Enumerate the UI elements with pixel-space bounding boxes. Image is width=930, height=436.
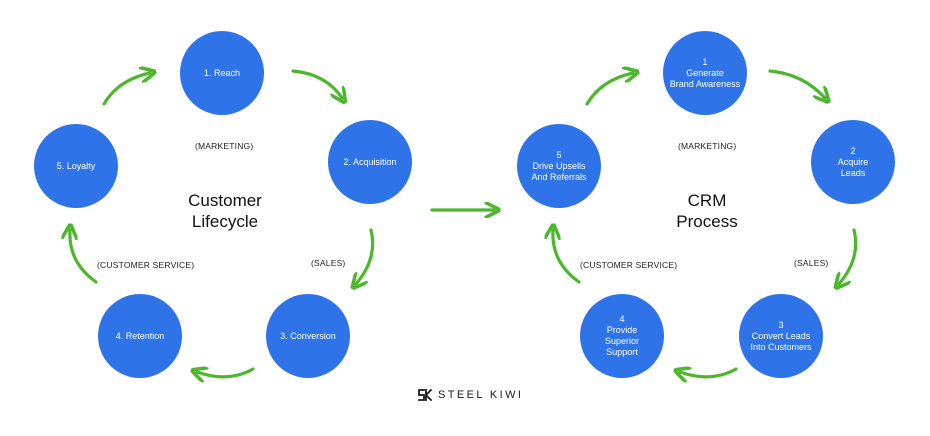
node-loyalty: 5. Loyalty <box>34 124 118 208</box>
node-convert-leads: 3 Convert Leads Into Customers <box>739 294 823 378</box>
arrow-step4-to-step5 <box>553 230 581 284</box>
node-retention: 4. Retention <box>98 294 182 378</box>
arrow-acquisition-to-conversion <box>356 228 375 284</box>
arrow-loyalty-to-reach <box>102 73 150 106</box>
arrow-reach-to-acquisition <box>291 69 342 98</box>
brand-footer: STEEL KIWI <box>418 388 524 402</box>
node-reach: 1. Reach <box>180 31 264 115</box>
arrow-retention-to-loyalty <box>70 230 98 284</box>
title-crm-process: CRM Process <box>676 191 738 231</box>
label-customer-service: (CUSTOMER SERVICE) <box>97 260 195 270</box>
label-marketing-crm: (MARKETING) <box>678 141 737 151</box>
label-customer-service-crm: (CUSTOMER SERVICE) <box>580 260 678 270</box>
node-provide-support: 4 Provide Superior Support <box>580 294 664 378</box>
title-customer-lifecycle: Customer Lifecycle <box>188 191 262 231</box>
arrow-step1-to-step2 <box>768 69 825 98</box>
label-sales-crm: (SALES) <box>794 258 829 268</box>
node-acquisition: 2. Acquisition <box>328 120 412 204</box>
node-generate-brand-awareness: 1 Generate Brand Awareness <box>663 31 747 115</box>
arrow-step2-to-step3 <box>839 228 858 284</box>
arrow-conversion-to-retention <box>197 369 255 377</box>
label-marketing: (MARKETING) <box>195 141 254 151</box>
arrow-step3-to-step4 <box>680 369 738 377</box>
brand-name: STEEL KIWI <box>438 389 524 401</box>
arrow-step5-to-step1 <box>585 73 633 106</box>
steel-kiwi-logo-icon <box>418 388 433 402</box>
node-drive-upsells: 5 Drive Upsells And Referrals <box>517 124 601 208</box>
node-acquire-leads: 2 Acquire Leads <box>811 120 895 204</box>
label-sales: (SALES) <box>311 258 346 268</box>
node-conversion: 3. Conversion <box>266 294 350 378</box>
